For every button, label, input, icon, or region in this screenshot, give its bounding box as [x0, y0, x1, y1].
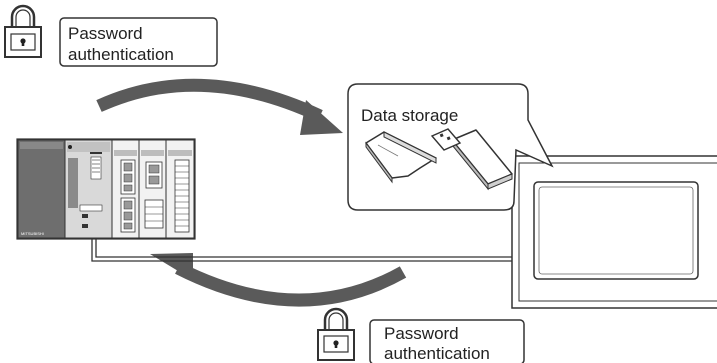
plc-brand-label: MITSUBISHI: [21, 231, 44, 236]
top-label-line2: authentication: [68, 45, 174, 64]
bottom-label-line2: authentication: [384, 344, 490, 363]
hmi-panel: [511, 155, 717, 309]
usb-stick-icon: [430, 128, 513, 191]
bottom-password-label: Password authentication: [369, 319, 525, 363]
top-label-line1: Password: [68, 24, 143, 43]
top-password-label: Password authentication: [59, 17, 218, 67]
data-storage-title: Data storage: [361, 106, 458, 125]
bottom-curved-arrow: [150, 253, 407, 307]
bottom-padlock-icon: [317, 307, 355, 361]
power-supply-module: [17, 139, 66, 239]
plc-rack: MITSUBISHI: [16, 138, 196, 240]
top-padlock-icon: [4, 4, 42, 58]
sd-card-icon: [365, 131, 437, 184]
bottom-label-line1: Password: [384, 324, 459, 343]
top-curved-arrow: [96, 78, 343, 135]
